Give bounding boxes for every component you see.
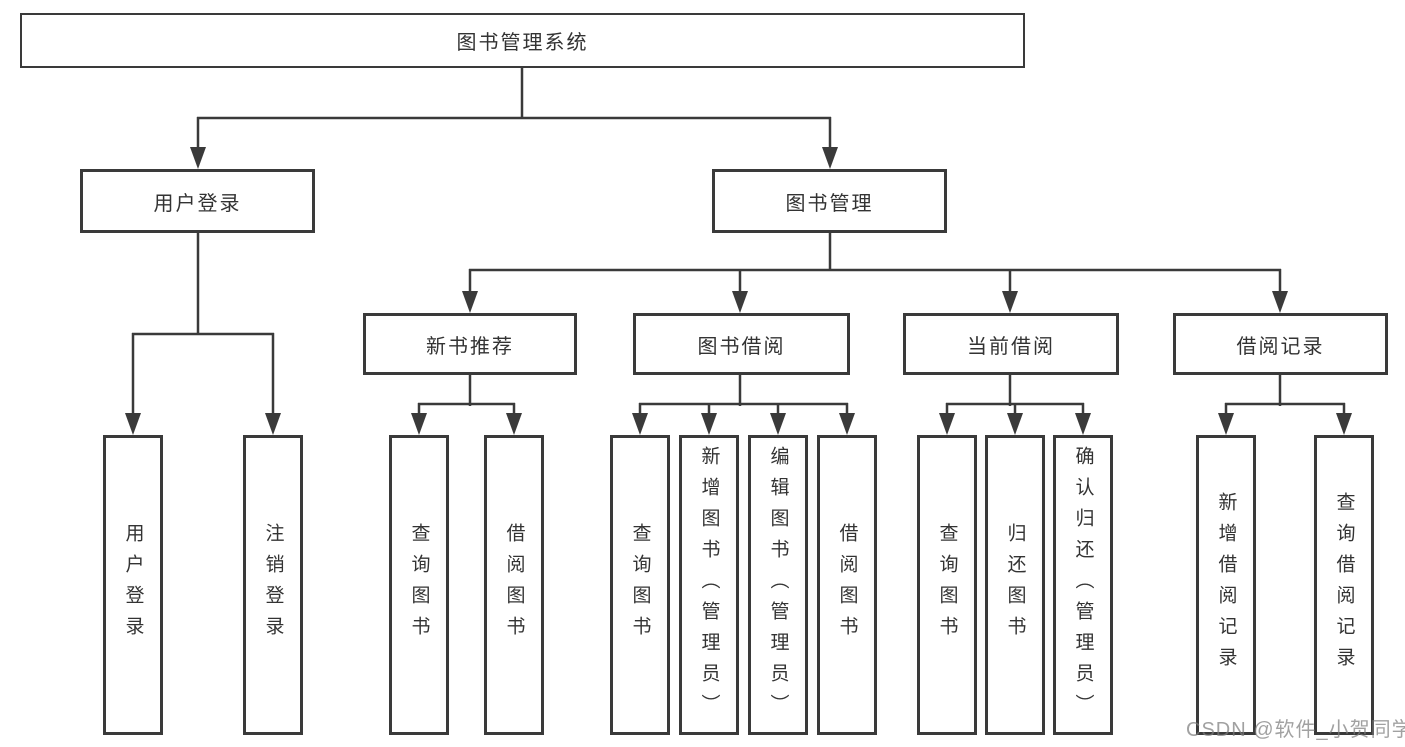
leaf-label: 新增图书（管理员） [698,445,720,725]
leaf-label: 查询借阅记录 [1333,492,1355,678]
node-label: 新书推荐 [426,335,514,358]
leaf-query-books-borrowing: 查询图书 [610,435,670,735]
leaf-query-books-current: 查询图书 [917,435,977,735]
node-label: 图书管理系统 [456,32,589,54]
leaf-add-book-admin: 新增图书（管理员） [679,435,739,735]
leaf-borrow-books-recommend: 借阅图书 [484,435,544,735]
leaf-label: 查询图书 [408,523,430,647]
node-current-borrowing: 当前借阅 [903,313,1119,375]
node-label: 借阅记录 [1236,335,1325,358]
csdn-watermark: CSDN @软件_小贺同学 [1186,719,1405,741]
leaf-label: 查询图书 [936,523,958,647]
arrowheads [125,147,1352,435]
leaf-label: 新增借阅记录 [1215,492,1237,678]
leaf-return-books: 归还图书 [985,435,1045,735]
node-user-login: 用户登录 [80,169,315,233]
leaf-confirm-return-admin: 确认归还（管理员） [1053,435,1113,735]
node-label: 图书借阅 [697,335,786,358]
leaf-edit-book-admin: 编辑图书（管理员） [748,435,808,735]
node-library-management-system: 图书管理系统 [20,13,1025,68]
leaf-user-login: 用户登录 [103,435,163,735]
leaf-label: 用户登录 [122,523,144,647]
node-label: 用户登录 [153,192,242,215]
tree-edges [131,68,1346,417]
node-new-book-recommendation: 新书推荐 [363,313,577,375]
node-book-management: 图书管理 [712,169,947,233]
leaf-borrow-books-borrowing: 借阅图书 [817,435,877,735]
node-label: 图书管理 [785,192,874,215]
leaf-query-borrow-record: 查询借阅记录 [1314,435,1374,735]
leaf-logout: 注销登录 [243,435,303,735]
node-book-borrowing: 图书借阅 [633,313,850,375]
node-label: 当前借阅 [967,335,1055,358]
leaf-query-books-recommend: 查询图书 [389,435,449,735]
leaf-label: 编辑图书（管理员） [767,445,789,725]
leaf-add-borrow-record: 新增借阅记录 [1196,435,1256,735]
node-borrowing-records: 借阅记录 [1173,313,1388,375]
leaf-label: 借阅图书 [836,523,858,647]
leaf-label: 借阅图书 [503,523,525,647]
leaf-label: 注销登录 [262,523,284,647]
leaf-label: 确认归还（管理员） [1072,445,1094,725]
leaf-label: 查询图书 [629,523,651,647]
leaf-label: 归还图书 [1004,523,1026,647]
